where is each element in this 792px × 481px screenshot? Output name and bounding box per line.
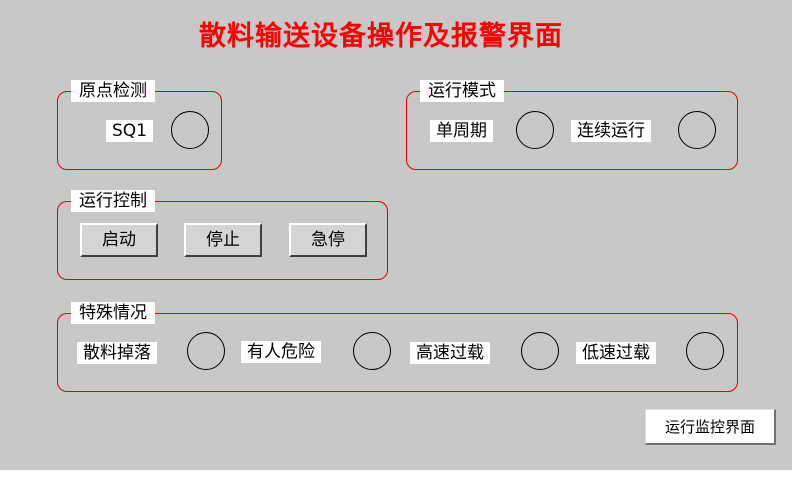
page-title: 散料输送设备操作及报警界面 (199, 21, 563, 52)
low-speed-overload-alarm-lamp (686, 332, 724, 370)
run-control-legend: 运行控制 (71, 190, 155, 212)
sq1-indicator-lamp (171, 111, 209, 149)
single-cycle-label: 单周期 (430, 120, 493, 142)
material-drop-alarm-lamp (187, 332, 225, 370)
material-drop-label: 散料掉落 (77, 342, 157, 364)
run-mode-group (406, 91, 738, 170)
stop-button[interactable]: 停止 (184, 223, 262, 257)
emergency-stop-button[interactable]: 急停 (289, 223, 367, 257)
continuous-run-indicator-lamp (678, 111, 716, 149)
high-speed-overload-alarm-lamp (521, 332, 559, 370)
special-conditions-legend: 特殊情况 (71, 302, 155, 324)
person-danger-label: 有人危险 (241, 341, 321, 363)
run-mode-legend: 运行模式 (420, 80, 504, 102)
person-danger-alarm-lamp (353, 332, 391, 370)
sq1-label: SQ1 (106, 120, 153, 142)
start-button[interactable]: 启动 (80, 223, 158, 257)
origin-detect-legend: 原点检测 (71, 80, 155, 102)
continuous-run-label: 连续运行 (571, 120, 651, 142)
single-cycle-indicator-lamp (516, 111, 554, 149)
run-control-group (57, 201, 388, 280)
hmi-screen: 散料输送设备操作及报警界面 原点检测 SQ1 运行模式 单周期 连续运行 运行控… (0, 0, 792, 470)
low-speed-overload-label: 低速过载 (576, 342, 656, 364)
high-speed-overload-label: 高速过载 (410, 342, 490, 364)
special-conditions-group (57, 313, 738, 392)
monitor-screen-button[interactable]: 运行监控界面 (645, 409, 776, 445)
